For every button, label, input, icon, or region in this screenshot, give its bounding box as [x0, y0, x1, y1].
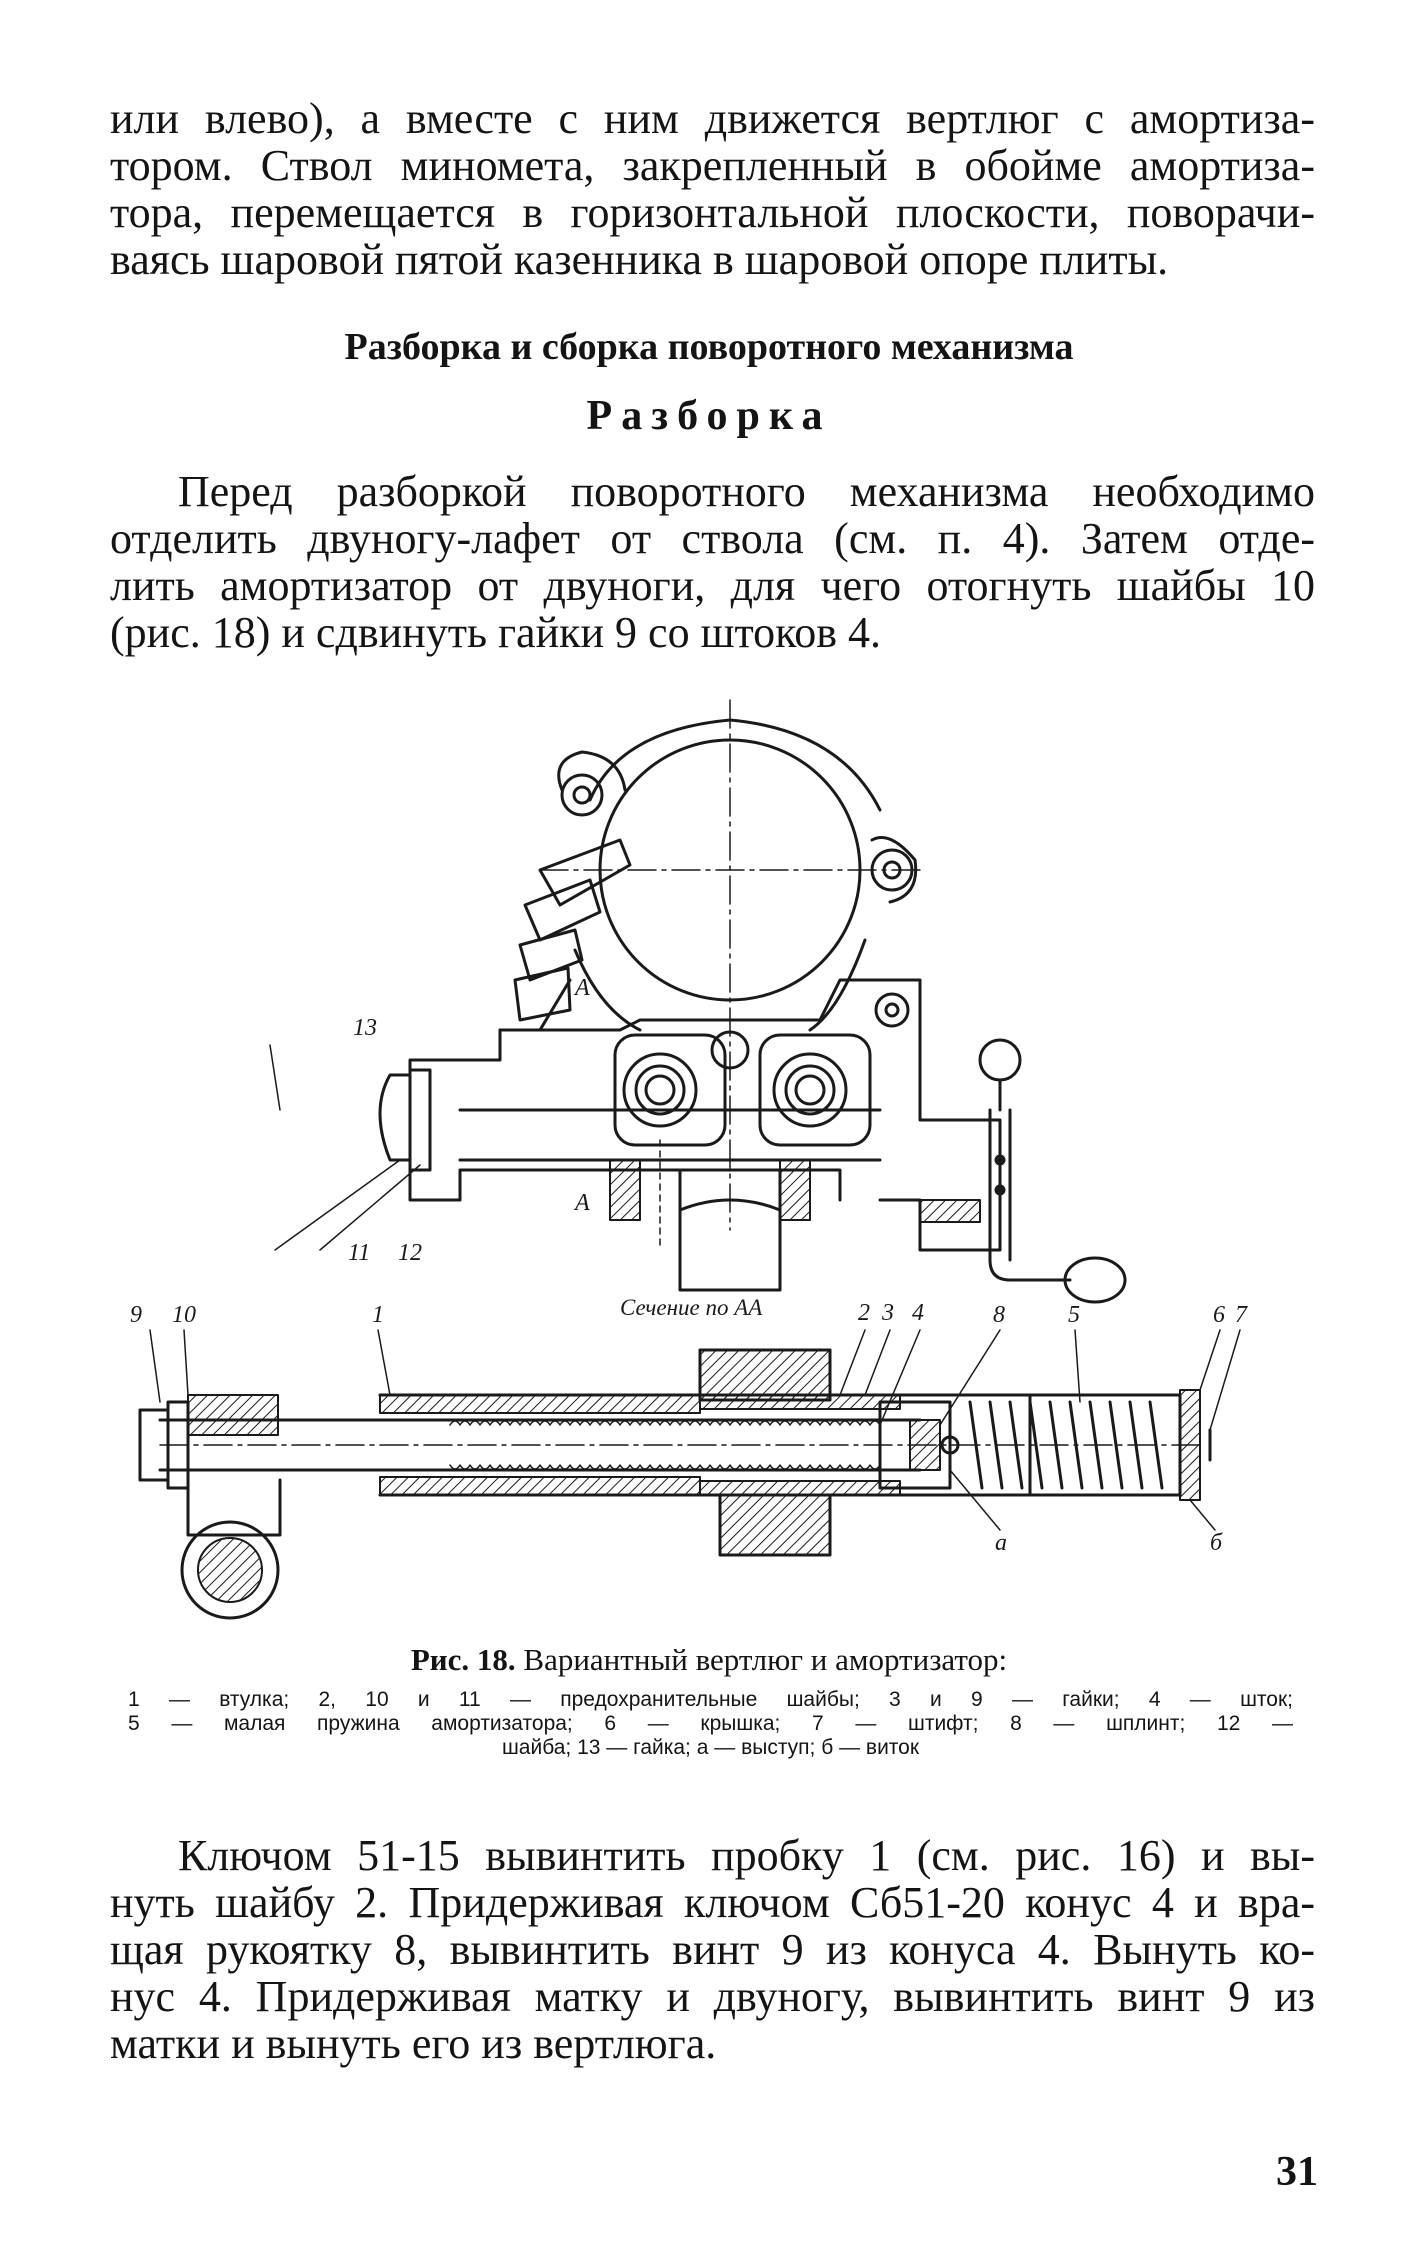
figure-legend: 1 — втулка; 2, 10 и 11 — предохранительн… — [128, 1688, 1293, 1760]
label-9: 9 — [130, 1302, 142, 1328]
text-line: тором. Ствол миномета, закрепленный в об… — [110, 141, 1315, 190]
paragraph-continuation: или влево), а вместе с ним движется верт… — [110, 95, 1315, 283]
label-4: 4 — [912, 1300, 924, 1326]
section-mark-a-bottom: А — [575, 1190, 590, 1216]
label-3: 3 — [882, 1300, 894, 1326]
figure-18-drawing: А А 13 11 12 Сечение по АА 9 10 1 2 3 4 … — [120, 690, 1340, 1640]
text-line: или влево), а вместе с ним движется верт… — [110, 94, 1315, 143]
section-aa-view — [138, 1044, 1241, 1620]
legend-line: 5 — малая пружина амортизатора; 6 — крыш… — [128, 1712, 1293, 1735]
section-heading: Разборка и сборка поворотного механизма — [344, 326, 1074, 368]
swivel-top-view — [378, 699, 1127, 1304]
section-mark-a-top: А — [575, 975, 590, 1001]
section-aa-title: Сечение по АА — [620, 1295, 763, 1320]
swivel-shock-absorber-drawing — [138, 699, 1241, 1620]
paragraph-disassembly-steps: Ключом 51-15 вывинтить пробку 1 (см. рис… — [110, 1832, 1315, 2067]
text-line: нус 4. Придерживая матку и двуногу, выви… — [110, 1972, 1315, 2021]
label-12: 12 — [398, 1240, 422, 1266]
label-2: 2 — [858, 1300, 870, 1326]
text-line: отделить двуногу-лафет от ствола (см. п.… — [110, 514, 1315, 563]
figure-number: Рис. 18. — [410, 1642, 516, 1677]
label-10: 10 — [172, 1302, 196, 1328]
paragraph-disassembly-intro: Перед разборкой поворотного механизма не… — [110, 468, 1315, 656]
text-line: матки и вынуть его из вертлюга. — [110, 2019, 717, 2068]
page-number: 31 — [1276, 2149, 1318, 2195]
text-line: (рис. 18) и сдвинуть гайки 9 со штоков 4… — [110, 608, 882, 657]
label-7: 7 — [1235, 1302, 1247, 1328]
label-b: б — [1210, 1530, 1223, 1556]
text-line: тора, перемещается в горизонтальной плос… — [110, 188, 1315, 237]
label-11: 11 — [348, 1240, 371, 1266]
text-line: Перед разборкой поворотного механизма не… — [178, 467, 1315, 516]
subsection-heading: Разборка — [586, 393, 832, 439]
figure-caption: Рис. 18. Вариантный вертлюг и амортизато… — [0, 1642, 1418, 1678]
label-8: 8 — [993, 1302, 1005, 1328]
text-line: щая рукоятку 8, вывинтить винт 9 из кону… — [110, 1925, 1315, 1974]
text-line: нуть шайбу 2. Придерживая ключом Сб51-20… — [110, 1878, 1315, 1927]
label-5: 5 — [1068, 1302, 1080, 1328]
label-13: 13 — [353, 1015, 377, 1041]
text-line: Ключом 51-15 вывинтить пробку 1 (см. рис… — [178, 1831, 1315, 1880]
figure-title: Вариантный вертлюг и амортизатор: — [523, 1642, 1008, 1677]
legend-line: 1 — втулка; 2, 10 и 11 — предохранительн… — [128, 1688, 1293, 1711]
label-a: а — [995, 1530, 1007, 1556]
legend-line: шайба; 13 — гайка; а — выступ; б — виток — [501, 1736, 920, 1759]
label-6: 6 — [1213, 1302, 1225, 1328]
label-1: 1 — [372, 1302, 384, 1328]
text-line: ваясь шаровой пятой казенника в шаровой … — [110, 235, 1169, 284]
text-line: лить амортизатор от двуноги, для чего от… — [110, 561, 1315, 610]
